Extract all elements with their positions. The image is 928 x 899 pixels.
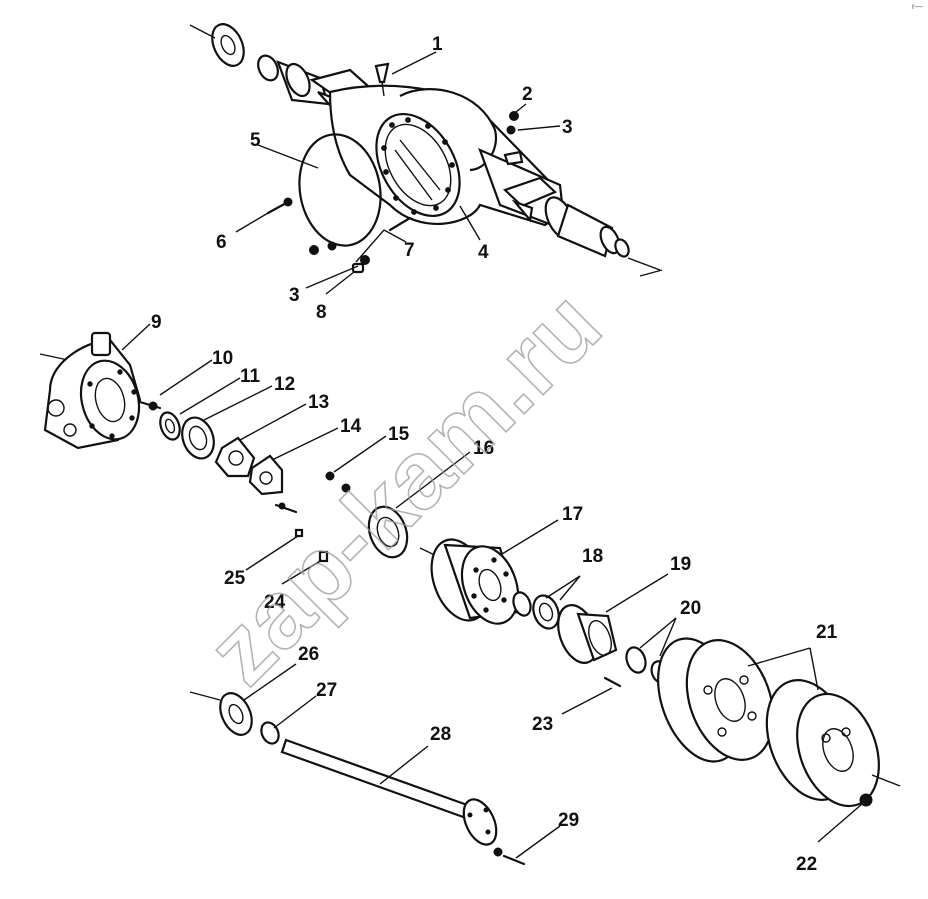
- callout-7: 7: [404, 240, 415, 261]
- stud-7: [309, 216, 412, 274]
- bolt-29: [493, 847, 526, 866]
- seal-12: [181, 416, 215, 460]
- callout-25: 25: [224, 568, 246, 589]
- callout-18: 18: [582, 546, 603, 567]
- callout-19: 19: [670, 554, 691, 575]
- callout-11: 11: [240, 366, 261, 387]
- callout-17: 17: [562, 504, 583, 525]
- wheel-hub-19: [557, 604, 618, 664]
- callout-1: 1: [432, 34, 443, 55]
- callout-13: 13: [308, 392, 329, 413]
- callout-24: 24: [264, 592, 286, 613]
- bearing-11: [159, 411, 181, 441]
- seal-ring-16: [367, 505, 409, 559]
- nut-15a: [325, 471, 335, 481]
- callout-26: 26: [298, 644, 319, 665]
- leader-lines: [121, 51, 863, 859]
- nut-15b: [341, 483, 351, 493]
- callout-23: 23: [532, 714, 553, 735]
- pin-25: [294, 528, 304, 538]
- nut-plate-13: [214, 436, 256, 478]
- callout-10: 10: [212, 348, 233, 369]
- callout-28: 28: [430, 724, 451, 745]
- seal-27: [260, 721, 280, 745]
- callout-2: 2: [522, 84, 533, 105]
- washer-3: [506, 125, 516, 135]
- callout-3a: 3: [562, 117, 573, 138]
- callout-16: 16: [473, 438, 494, 459]
- watermark: zap-kam.ru: [187, 271, 621, 705]
- bolt-6: [266, 197, 293, 215]
- callout-4: 4: [478, 242, 489, 263]
- bolt-10: [138, 400, 162, 411]
- nut-2: [509, 111, 519, 121]
- gasket-26: [189, 691, 253, 736]
- nut-22: [859, 793, 873, 807]
- half-shaft-28: [280, 738, 498, 846]
- wheel-rims-21: [657, 637, 901, 808]
- bolt-23: [603, 676, 622, 688]
- cover-gasket: [298, 133, 382, 247]
- callout-29: 29: [558, 810, 579, 831]
- callout-5: 5: [250, 130, 261, 151]
- brake-support-9: [39, 331, 142, 450]
- corner-mark: r—: [912, 2, 923, 11]
- callout-15: 15: [388, 424, 410, 445]
- callout-20: 20: [680, 598, 701, 619]
- callout-12: 12: [274, 374, 295, 395]
- axle-housing: [189, 23, 663, 277]
- callout-6: 6: [216, 232, 227, 253]
- callout-21: 21: [816, 622, 838, 643]
- brake-drum-17: [419, 538, 520, 625]
- bearings-18: [512, 591, 560, 630]
- callout-22: 22: [796, 854, 817, 875]
- callout-labels: 1 2 3 4 5 6 7 3 8 9 10 11 12 13 14 15 16…: [151, 34, 838, 875]
- callout-3b: 3: [289, 285, 300, 306]
- callout-14: 14: [340, 416, 362, 437]
- callout-8: 8: [316, 302, 327, 323]
- callout-9: 9: [151, 312, 162, 333]
- lock-plate-14: [248, 454, 298, 514]
- callout-27: 27: [316, 680, 337, 701]
- pin-24: [318, 550, 329, 563]
